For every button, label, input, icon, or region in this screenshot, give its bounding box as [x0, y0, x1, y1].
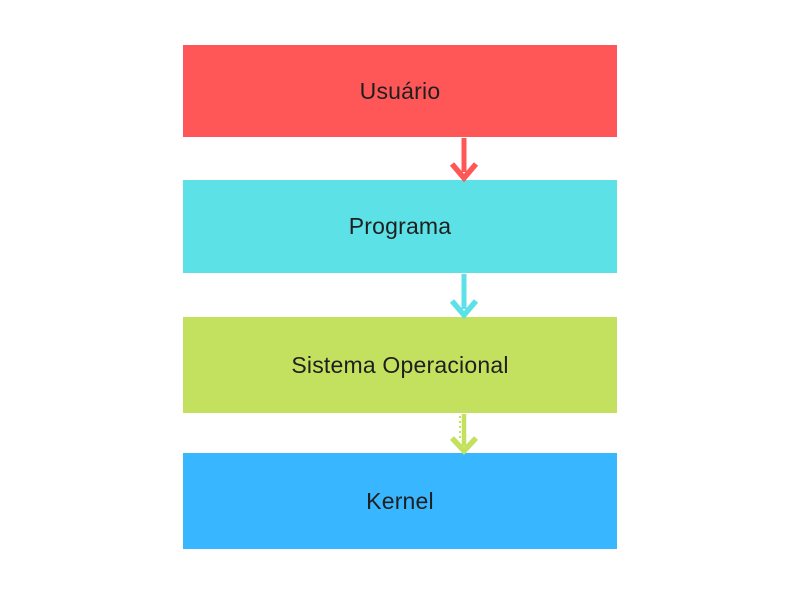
flow-box-usuario: Usuário: [183, 45, 617, 137]
flow-box-kernel-label: Kernel: [366, 487, 434, 514]
flow-box-usuario-label: Usuário: [359, 77, 441, 104]
flow-box-kernel: Kernel: [183, 453, 617, 549]
arrow-programa-to-sistema-icon: [449, 274, 479, 320]
flow-box-programa-label: Programa: [348, 213, 452, 239]
arrow-sistema-to-kernel-icon: [449, 414, 479, 456]
arrow-usuario-to-programa-icon: [449, 138, 479, 183]
flow-box-programa: Programa: [183, 180, 617, 273]
flow-box-sistema-operacional: Sistema Operacional: [183, 317, 617, 413]
flow-box-sistema-operacional-label: Sistema Operacional: [291, 351, 509, 378]
